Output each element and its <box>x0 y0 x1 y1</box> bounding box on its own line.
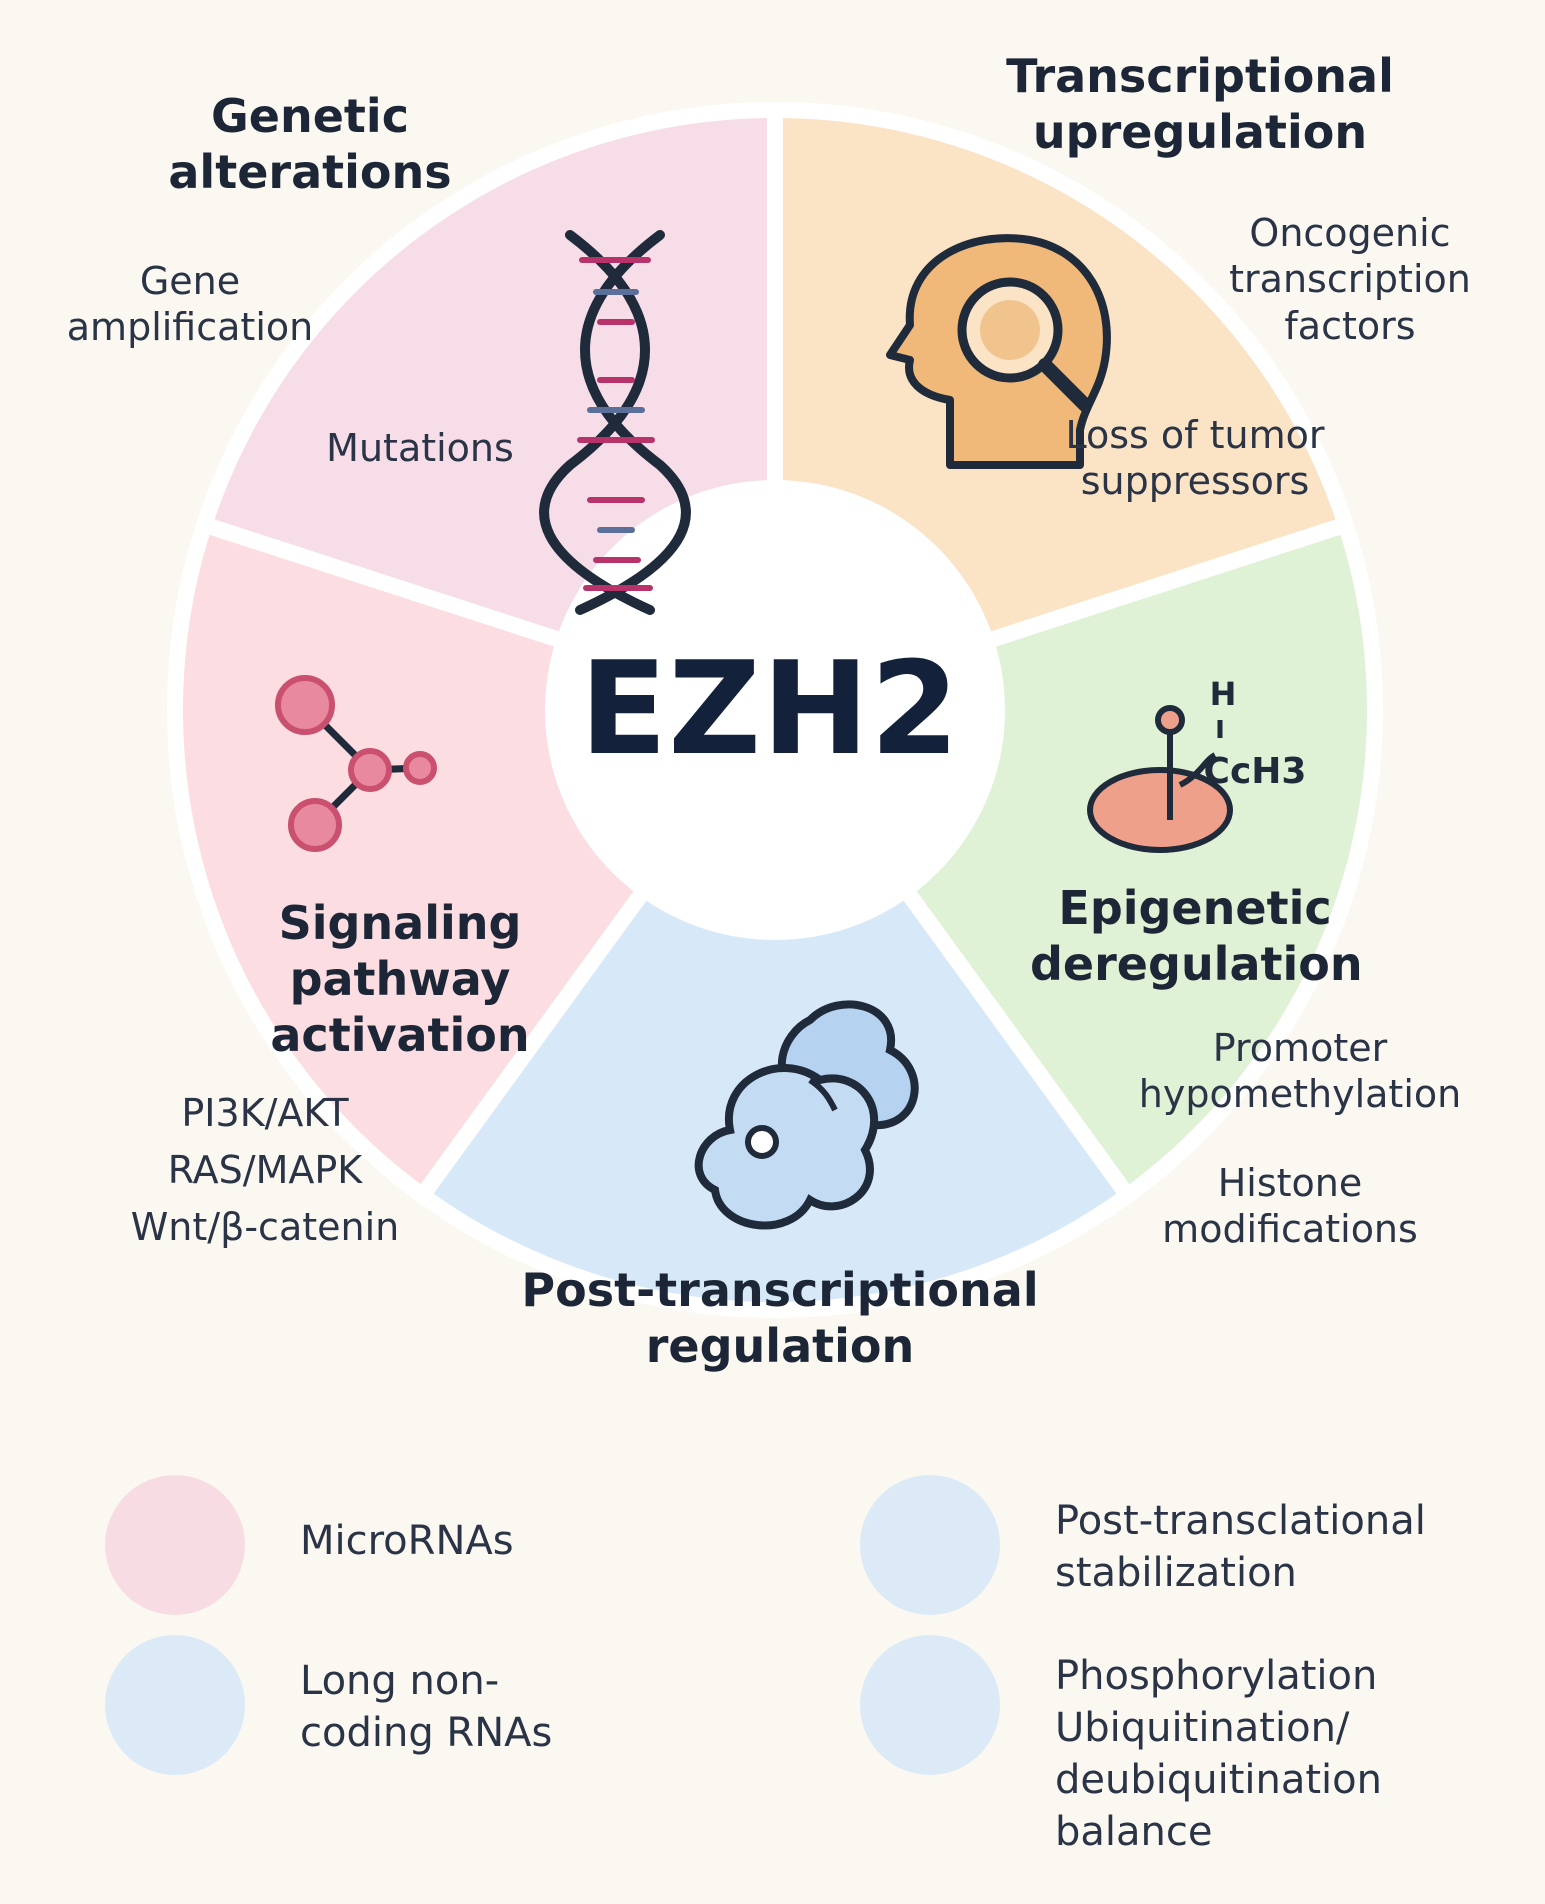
signaling-pathway-activation-title: Signaling pathway activation <box>270 896 530 1063</box>
epigenetic-deregulation-title: Epigenetic deregulation <box>1030 881 1363 992</box>
methyl-label: CcH3 <box>1203 751 1307 792</box>
head-magnifier-icon <box>886 234 1111 469</box>
oncogenic-transcription-factors-label: Oncogenic transcription factors <box>1229 211 1471 348</box>
signaling-pathways-list: PI3K/AKT RAS/MAPK Wnt/β-catenin <box>130 1091 400 1249</box>
legend-phosphorylation-label: Phosphorylation Ubiquitination/ deubiqui… <box>1055 1653 1382 1855</box>
legend-circle-lncrna <box>105 1635 245 1775</box>
legend-circle-microrna <box>105 1475 245 1615</box>
gene-amplification-label: Gene amplification <box>66 259 314 350</box>
center-disc <box>545 480 1005 940</box>
loss-of-tumor-suppressors-label: Loss of tumor suppressors <box>1065 413 1325 504</box>
legend-lncrna-label: Long non- coding RNAs <box>300 1658 553 1756</box>
histone-modifications-label: Histone modifications <box>1162 1161 1418 1252</box>
segment-post_transcriptional <box>414 702 1136 1318</box>
transcriptional-upregulation-title: Transcriptional upregulation <box>1006 49 1394 160</box>
molecule-network-icon <box>275 675 437 852</box>
promoter-hypomethylation-label: Promoter hypomethylation <box>1138 1026 1462 1117</box>
legend-circle-phosphorylation <box>860 1635 1000 1775</box>
protein-complex-icon <box>694 1000 919 1230</box>
post-transcriptional-regulation-title: Post-transcriptional regulation <box>521 1263 1039 1374</box>
legend-microrna-label: MicroRNAs <box>300 1518 514 1564</box>
mutations-label: Mutations <box>326 426 514 470</box>
legend-stabilization-label: Post-transclational stabilization <box>1055 1498 1426 1596</box>
legend-circle-stabilization <box>860 1475 1000 1615</box>
dna-icon <box>539 230 691 615</box>
methyl-group-icon <box>1087 705 1233 853</box>
genetic-alterations-title: Genetic alterations <box>168 89 452 200</box>
center-label: EZH2 <box>579 635 961 784</box>
hydrogen-label: H <box>1209 675 1237 713</box>
